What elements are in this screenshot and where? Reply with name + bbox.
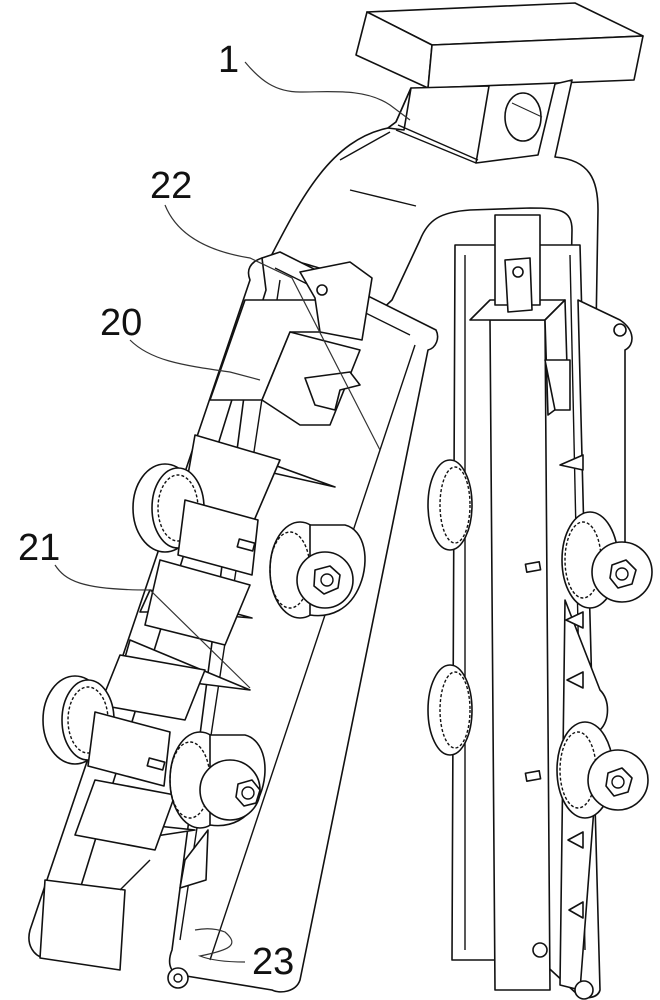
leader-20 xyxy=(129,339,261,381)
leader-22 xyxy=(164,204,381,451)
bottom-block xyxy=(39,879,126,971)
leader-21 xyxy=(54,564,251,689)
mount-hole xyxy=(504,92,542,142)
reference-labels: 1 22 20 21 23 xyxy=(18,39,294,983)
label-21: 21 xyxy=(18,527,60,569)
label-22: 22 xyxy=(150,165,192,207)
leader-lines xyxy=(54,61,411,963)
hex-nut xyxy=(605,767,633,797)
label-23: 23 xyxy=(252,941,294,983)
hex-nut xyxy=(609,559,637,589)
top-mount-block xyxy=(355,2,644,89)
label-20: 20 xyxy=(100,302,142,344)
hex-nut xyxy=(235,779,261,807)
left-assembly xyxy=(28,251,439,993)
right-assembly xyxy=(427,214,653,1000)
leader-1 xyxy=(244,61,411,121)
hex-nut xyxy=(313,565,341,595)
label-1: 1 xyxy=(218,39,239,81)
leader-23 xyxy=(194,928,246,963)
